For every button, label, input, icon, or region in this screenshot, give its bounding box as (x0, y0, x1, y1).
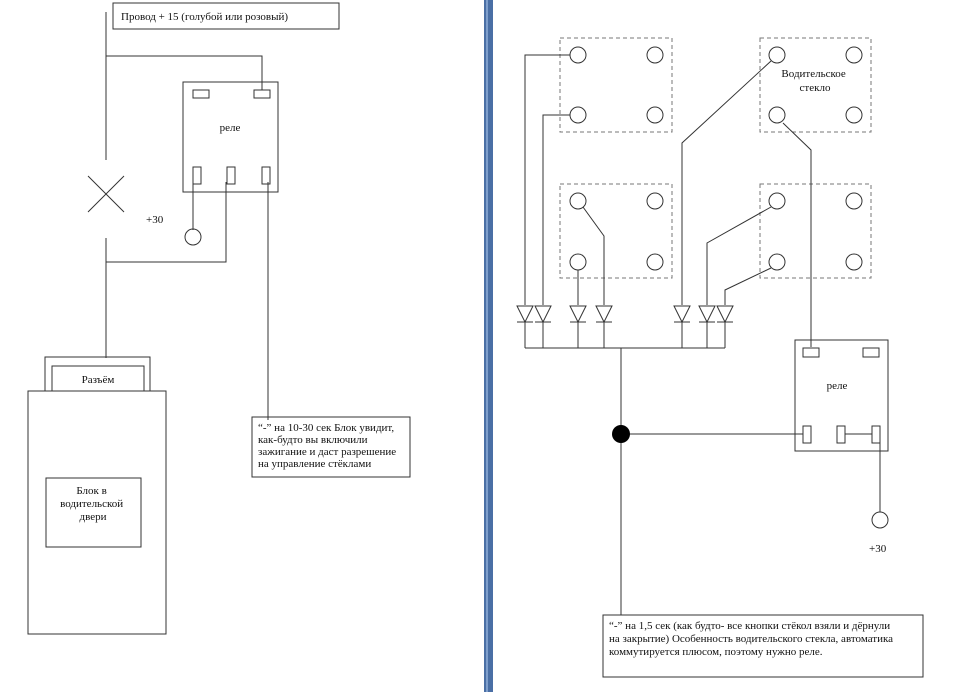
relay-pin (871, 425, 881, 444)
plus30-label-right: +30 (869, 543, 887, 555)
relay-right (794, 339, 889, 452)
diode (716, 305, 734, 324)
wire-switch-to-diode (524, 54, 570, 305)
door-block-label: Блок в водительской двери (60, 485, 126, 523)
relay-pin (862, 347, 880, 358)
switch-block-driver (759, 37, 872, 133)
note-right: “-” на 1,5 сек (как будто- все кнопки ст… (609, 620, 896, 658)
page-divider-highlight (486, 0, 488, 692)
note-box-left (251, 416, 411, 478)
diode (569, 305, 587, 324)
switch-contact (768, 192, 786, 210)
door-block-label-line: двери (80, 511, 107, 523)
diode (698, 305, 716, 324)
wire-cut-cross (87, 175, 125, 213)
note-box-right (602, 614, 924, 678)
relay-pin (261, 166, 271, 185)
relay-label-left: реле (220, 122, 241, 134)
note-right-line: “-” на 1,5 сек (как будто- все кнопки ст… (609, 620, 890, 632)
wire-driver-to-relay (782, 122, 812, 347)
switch-contact (768, 253, 786, 271)
driver-window-label-line: стекло (800, 82, 831, 94)
switch-contact (845, 253, 863, 271)
left-diagram (27, 2, 411, 635)
note-left-line: как-будто вы включили (258, 434, 368, 446)
relay-pin (192, 89, 210, 99)
relay-pin (836, 425, 846, 444)
relay-pin (802, 347, 820, 358)
switch-block-front-passenger (559, 37, 673, 133)
switch-contact (646, 192, 664, 210)
switch-contact (768, 46, 786, 64)
wire-to-relay-coil (106, 55, 263, 90)
door-block-label-box (45, 477, 142, 548)
switch-contact (845, 46, 863, 64)
wire-label: Провод + 15 (голубой или розовый) (121, 11, 288, 23)
relay-pin (226, 166, 236, 185)
page-divider (484, 0, 493, 692)
note-left-line: зажигание и даст разрешение (258, 446, 396, 458)
switch-contact (569, 192, 587, 210)
junction-node (612, 425, 630, 443)
right-diagram (516, 37, 924, 678)
switch-contact (646, 46, 664, 64)
driver-window-label: Водительское стекло (781, 68, 848, 94)
wire-switch-to-diode (706, 206, 772, 305)
diode (595, 305, 613, 324)
diode (534, 305, 552, 324)
note-right-line: коммутируется плюсом, поэтому нужно реле… (609, 646, 823, 658)
relay-label-right: реле (827, 380, 848, 392)
door-block-label-line: водительской (60, 498, 123, 510)
diode (673, 305, 691, 324)
switch-contact (845, 192, 863, 210)
relay-left (182, 81, 279, 193)
wire-switch-to-diode (542, 114, 570, 305)
relay-pin (802, 425, 812, 444)
door-block (27, 390, 167, 635)
wire-label-box (112, 2, 340, 30)
door-block-label-line: Блок в (76, 485, 106, 497)
driver-window-label-line: Водительское (781, 68, 846, 80)
switch-contact (845, 106, 863, 124)
note-right-line: на закрытие) Особенность водительского с… (609, 633, 893, 645)
terminal-plus30-left (184, 228, 202, 246)
plus30-label-left: +30 (146, 214, 164, 226)
wire-switch-to-diode (681, 60, 772, 305)
wire-switch-to-diode (582, 206, 605, 305)
note-left-line: на управление стёклами (258, 458, 371, 470)
wire-from-relay-contact (106, 182, 227, 263)
relay-pin (253, 89, 271, 99)
switch-contact (646, 106, 664, 124)
switch-contact (569, 106, 587, 124)
switch-contact (569, 253, 587, 271)
connector-label: Разъём (82, 374, 115, 386)
switch-block-rear-right (759, 183, 872, 279)
note-left-line: “-” на 10-30 сек Блок увидит, (258, 422, 394, 434)
diode (516, 305, 534, 324)
wire-switch-to-diode (724, 267, 772, 305)
switch-contact (569, 46, 587, 64)
switch-contact (768, 106, 786, 124)
terminal-plus30-right (871, 511, 889, 529)
note-left: “-” на 10-30 сек Блок увидит, как-будто … (258, 422, 399, 470)
relay-pin (192, 166, 202, 185)
switch-block-rear-left (559, 183, 673, 279)
switch-contact (646, 253, 664, 271)
